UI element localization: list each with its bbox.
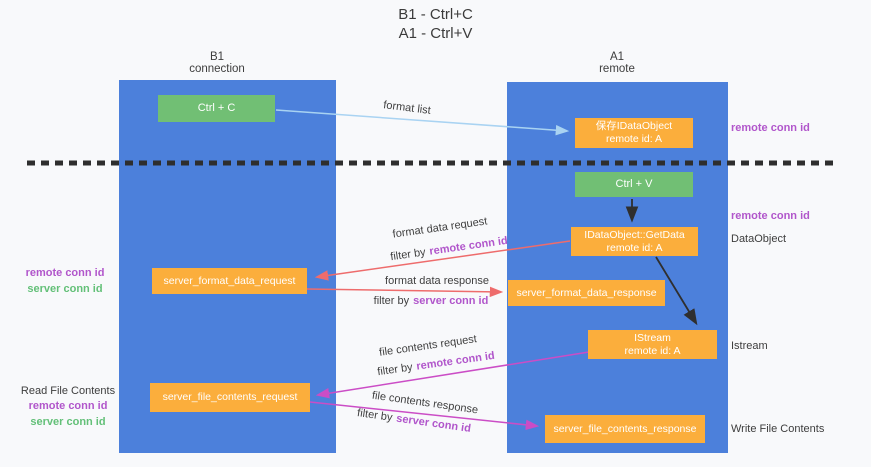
lifeline-b1-subtitle: connection [189, 63, 245, 75]
read-file-contents-label: Read File Contents [20, 385, 116, 397]
format-data-request-label: format data request [391, 215, 489, 241]
lifeline-a1-subtitle: remote [599, 63, 635, 75]
node-format-request-label: server_format_data_request [163, 274, 296, 287]
server-conn-id-key: server conn id [413, 295, 489, 307]
filter-by-text: filter by [373, 295, 410, 307]
right-dataobject-label: DataObject [731, 233, 787, 245]
read-server-conn-id: server conn id [30, 416, 106, 428]
remote-conn-id-key: remote conn id [415, 349, 496, 373]
diagram-title-line2: A1 - Ctrl+V [398, 25, 473, 42]
node-getdata-line2: remote id: A [606, 241, 663, 254]
left-conn-id-group: remote conn id server conn id [15, 265, 115, 297]
read-remote-conn-id: remote conn id [28, 400, 108, 412]
node-server-format-data-response: server_format_data_response [508, 280, 665, 306]
node-istream-line1: IStream [634, 331, 671, 344]
left-remote-conn-id: remote conn id [25, 267, 105, 279]
format-data-response-label: format data response [385, 275, 489, 287]
node-ctrl-c-label: Ctrl + C [197, 102, 236, 114]
node-idataobject-getdata: IDataObject::GetData remote id: A [571, 227, 698, 256]
right-istream-label: Istream [731, 340, 768, 352]
format-data-response-arrow [306, 286, 504, 298]
format-list-label: format list [382, 99, 432, 117]
diagram-title-line1: B1 - Ctrl+C [398, 6, 473, 23]
filter-by-text: filter by [356, 407, 394, 424]
filter-by-text: filter by [376, 361, 414, 379]
lifeline-a1-name: A1 [609, 51, 625, 63]
server-conn-id-key: server conn id [395, 412, 472, 435]
node-server-file-contents-response: server_file_contents_response [545, 415, 705, 443]
node-istream-line2: remote id: A [624, 344, 681, 357]
node-ctrl-c: Ctrl + C [158, 95, 275, 122]
node-format-response-label: server_format_data_response [516, 286, 657, 299]
node-server-file-contents-request: server_file_contents_request [150, 383, 310, 412]
left-server-conn-id: server conn id [27, 283, 103, 295]
node-file-response-label: server_file_contents_response [553, 422, 697, 435]
node-ctrl-v-label: Ctrl + V [615, 178, 653, 190]
right-remote-conn-id-top: remote conn id [731, 122, 810, 134]
node-save-idataobject: 保存IDataObject remote id: A [575, 118, 693, 148]
lifeline-header-b1: B1 connection [157, 51, 277, 75]
lifeline-b1-name: B1 [209, 51, 225, 63]
lifeline-header-a1: A1 remote [557, 51, 677, 75]
right-remote-conn-id-mid: remote conn id [731, 210, 810, 222]
node-file-request-label: server_file_contents_request [162, 391, 298, 403]
diagram-title: B1 - Ctrl+C A1 - Ctrl+V [0, 5, 871, 43]
node-save-idataobject-line2: remote id: A [605, 133, 663, 145]
node-ctrl-v: Ctrl + V [575, 172, 693, 197]
read-conn-id-group: remote conn id server conn id [13, 398, 123, 430]
remote-conn-id-key: remote conn id [428, 234, 509, 258]
node-istream: IStream remote id: A [588, 330, 717, 359]
node-getdata-line1: IDataObject::GetData [584, 228, 685, 241]
filter-by-text: filter by [389, 246, 427, 264]
node-server-format-data-request: server_format_data_request [152, 268, 307, 294]
node-save-idataobject-line1: 保存IDataObject [595, 120, 673, 132]
right-write-file-contents-label: Write File Contents [731, 423, 825, 435]
